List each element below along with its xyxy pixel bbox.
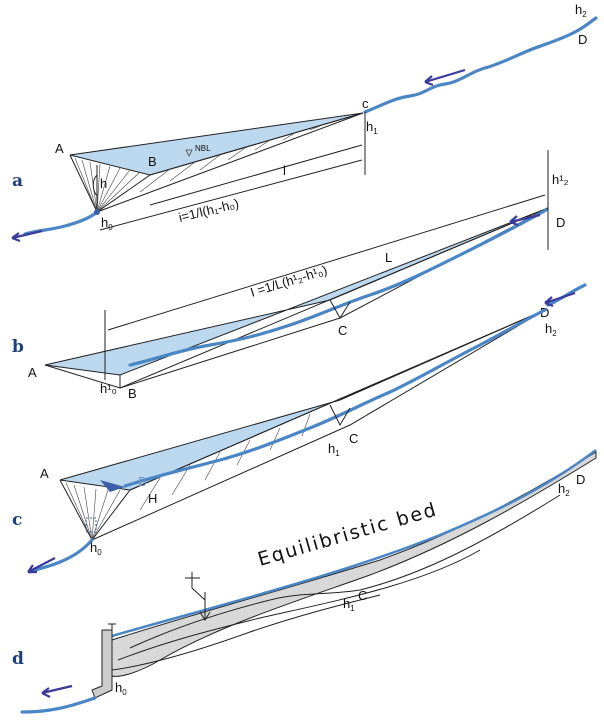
panel-label-a: a <box>12 171 23 191</box>
flow-arrow-a-down <box>11 229 43 243</box>
flow-arrow-c-down <box>27 557 56 574</box>
label-D-b-top: D <box>556 215 565 230</box>
river-downstream-d <box>20 696 97 714</box>
flow-arrow-d <box>41 684 73 698</box>
river-upstream-a <box>363 16 598 114</box>
outlet-a <box>94 209 100 215</box>
panel-label-c: c <box>12 510 22 530</box>
label-A-a: A <box>55 141 64 156</box>
panel-d: Equilibristic bed d C h1 h0 <box>12 449 597 714</box>
layer-line-1-d <box>129 494 561 649</box>
outlet-c <box>85 517 97 533</box>
label-h2-a: h2 <box>575 2 587 19</box>
level-marker-d <box>185 572 211 621</box>
flow-arrow-b <box>509 213 541 227</box>
label-h12-b: h¹₂ <box>552 172 569 187</box>
label-h0-a: h0 <box>101 215 113 232</box>
river-downstream-a <box>23 210 99 236</box>
label-H-c: H <box>148 491 157 506</box>
label-D-a: D <box>578 32 587 47</box>
panel-a: a A B c D h h0 h1 h2 NBL l i=1/l(h₁-h₀) <box>11 2 598 243</box>
label-C-d: C <box>358 588 367 603</box>
dim-i-a <box>99 159 363 231</box>
label-h1-a: h1 <box>366 119 378 136</box>
panel-b: b A B C D h¹₀ h¹₂ L I =1/L(h¹₂-h¹₀) D h2 <box>12 150 587 401</box>
equation-b: I =1/L(h¹₂-h¹₀) <box>248 262 328 300</box>
layer-line-2-d <box>117 549 481 661</box>
flow-arrow-b2 <box>544 291 576 308</box>
label-h1-c: h1 <box>328 441 340 458</box>
delta-deposit-c <box>100 480 125 492</box>
label-h2-b: h2 <box>545 321 557 338</box>
equation-a: i=1/l(h₁-h₀) <box>177 195 240 224</box>
lake-surface-a <box>69 112 364 176</box>
flow-arrow-a-up <box>424 68 466 87</box>
river-in-lake-b <box>128 208 548 367</box>
dam-marker-d <box>108 623 116 632</box>
dim-l-a <box>149 144 363 206</box>
label-A-b: A <box>28 365 37 380</box>
panel-label-d: d <box>12 649 24 669</box>
river-in-lake-c <box>123 308 547 488</box>
equilibristic-bed-title: Equilibristic bed <box>255 498 440 570</box>
river-downstream-c <box>28 538 94 574</box>
label-D-b: D <box>540 305 549 320</box>
label-C-c: C <box>349 431 358 446</box>
water-surface-line-d <box>111 449 597 638</box>
label-B-a: B <box>148 154 157 169</box>
label-h1-d: h1 <box>343 596 355 613</box>
cross-section-b <box>329 299 351 319</box>
layer-line-3-d <box>111 594 381 671</box>
dim-L-b <box>107 194 546 331</box>
label-D-c: D <box>576 472 585 487</box>
label-h0-d: h0 <box>115 680 127 697</box>
label-L-b: L <box>385 250 392 265</box>
label-h0-b: h¹₀ <box>100 381 117 396</box>
label-nbl: NBL <box>195 144 211 153</box>
label-C-b: C <box>338 323 347 338</box>
label-h2-c: h2 <box>558 481 570 498</box>
label-l-a: l <box>283 163 286 178</box>
label-B-c: B <box>138 474 147 489</box>
basin-outline-c <box>59 309 546 541</box>
cross-section-c <box>329 404 351 427</box>
panel-label-b: b <box>12 337 24 357</box>
sediment-wedge-d <box>111 451 597 677</box>
label-B-b: B <box>128 386 137 401</box>
label-h-a: h <box>100 176 107 191</box>
dam-d <box>91 629 113 699</box>
label-A-c: A <box>40 466 49 481</box>
label-h0-c: h0 <box>90 540 102 557</box>
label-C-a: c <box>362 96 369 111</box>
depth-arrow-a <box>92 174 98 197</box>
water-level-icon <box>185 149 193 157</box>
panel-c: c A B H C h1 h0 D h2 <box>12 308 585 574</box>
